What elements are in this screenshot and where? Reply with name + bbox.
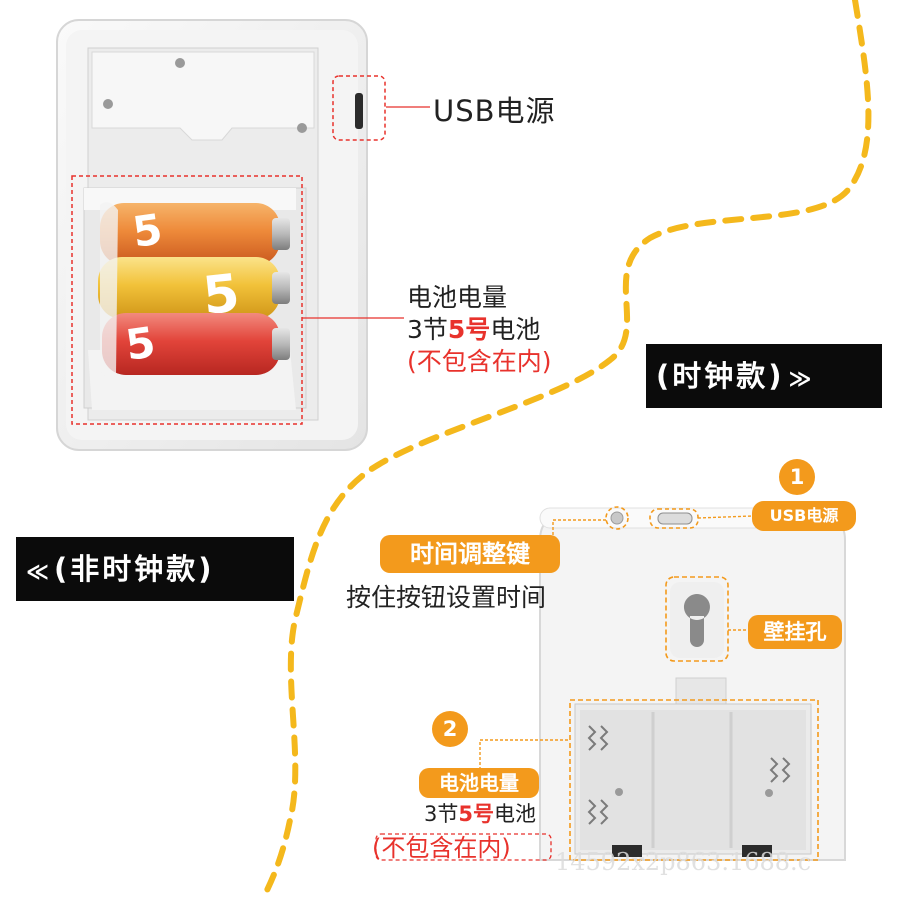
chevron-double-down-icon: ≫: [788, 367, 815, 392]
top-device: 5 5 5: [56, 19, 430, 451]
battery-count: 3节: [424, 802, 459, 826]
step-1-badge: 1: [779, 459, 815, 495]
usb-power-pill: USB电源: [752, 501, 856, 531]
battery-word: 电池: [494, 802, 536, 826]
battery-pill: 电池电量: [419, 768, 539, 798]
usb-highlight-box: [332, 75, 386, 141]
battery-orange: 5: [100, 203, 290, 265]
battery-number: 5: [130, 204, 166, 257]
time-adjust-description: 按住按钮设置时间: [346, 583, 547, 612]
wall-hole-highlight-box: [665, 576, 729, 662]
step-2-badge: 2: [432, 711, 468, 747]
battery-word: 电池: [490, 315, 541, 344]
clock-model-tag: (时钟款)≫: [646, 344, 882, 408]
usb-power-label: USB电源: [433, 94, 556, 128]
battery-size: 5号: [458, 802, 494, 826]
battery-not-included-note: (不包含在内): [407, 347, 552, 376]
clock-model-text: (时钟款): [656, 359, 785, 393]
battery-number: 5: [123, 317, 159, 370]
dashed-divider-line: [259, 0, 872, 900]
battery-spec: 3节5号电池: [407, 314, 552, 346]
battery-size: 5号: [447, 315, 491, 344]
battery-bay-highlight-box: [569, 699, 819, 861]
battery-red: 5: [102, 313, 290, 375]
battery-title: 电池电量: [407, 283, 508, 312]
chevron-double-up-icon: ≪: [26, 560, 53, 585]
battery-info-label: 电池电量 3节5号电池 (不包含在内): [407, 282, 552, 378]
non-clock-model-text: (非时钟款): [54, 552, 215, 586]
time-adjust-key-pill: 时间调整键: [380, 535, 560, 573]
non-clock-model-tag: ≪(非时钟款): [16, 537, 294, 601]
bottom-battery-not-included-note: (不包含在内): [372, 834, 511, 862]
bottom-battery-spec: 3节5号电池: [424, 798, 536, 828]
watermark-text: 14592x2p863.1688.c: [555, 848, 812, 876]
battery-highlight-box: [71, 175, 303, 425]
battery-count: 3节: [407, 315, 448, 344]
time-button-highlight: [605, 506, 629, 530]
usb-port-highlight: [649, 508, 699, 529]
wall-hole-pill: 壁挂孔: [748, 615, 842, 649]
